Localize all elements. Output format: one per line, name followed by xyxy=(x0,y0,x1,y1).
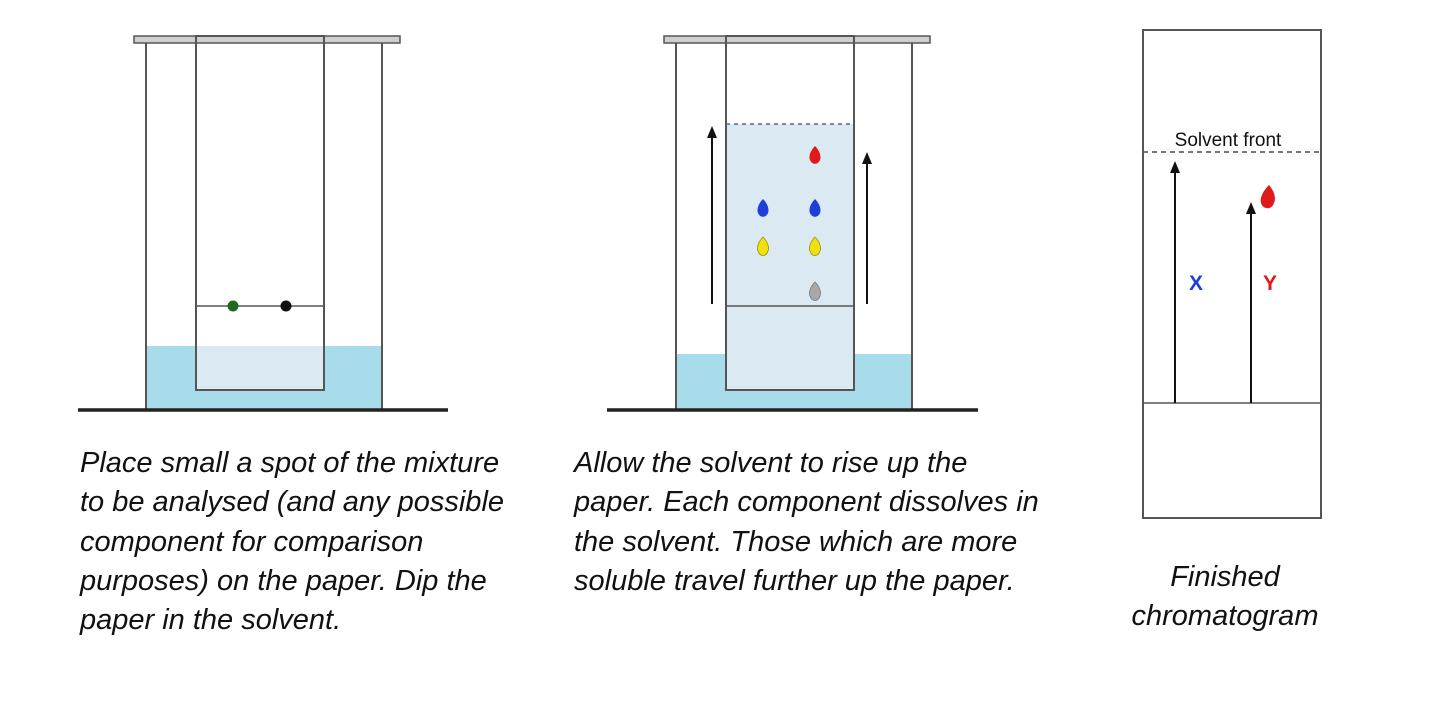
caption-finished: Finished chromatogram xyxy=(1110,558,1340,637)
label-x: X xyxy=(1189,272,1203,295)
sample-spot-green xyxy=(227,300,239,312)
arrow-up-icon xyxy=(1246,202,1256,403)
spot-red xyxy=(809,146,821,164)
caption-finished-line-2: chromatogram xyxy=(1131,600,1319,633)
label-y: Y xyxy=(1263,272,1277,295)
spot-red xyxy=(1260,185,1275,209)
paper-wet-region xyxy=(726,124,854,390)
arrow-up-icon xyxy=(707,126,717,304)
beaker-lid xyxy=(663,35,931,44)
arrow-up-icon xyxy=(1170,161,1180,403)
caption-finished-line-1: Finished xyxy=(1170,561,1280,593)
paper-immersed-region xyxy=(196,346,324,390)
spot-grey xyxy=(809,281,821,301)
panel-finished-chromatogram: Solvent front X Y xyxy=(1142,29,1322,519)
chromatogram-paper xyxy=(1142,29,1322,519)
arrow-up-icon xyxy=(862,152,872,304)
solvent-front-label: Solvent front xyxy=(1175,130,1282,151)
beaker-lid xyxy=(133,35,401,44)
chromatography-paper xyxy=(725,35,855,391)
spot-blue xyxy=(757,199,769,217)
spot-yellow xyxy=(809,236,821,256)
spot-yellow xyxy=(757,236,769,256)
caption-step-1: Place small a spot of the mixture to be … xyxy=(80,447,505,637)
caption-step-2: Allow the solvent to rise up the paper. … xyxy=(574,447,1039,597)
panel-step-2 xyxy=(607,35,978,412)
spot-blue xyxy=(809,199,821,217)
panel-step-1 xyxy=(78,35,448,412)
sample-spot-black xyxy=(280,300,292,312)
chromatography-paper xyxy=(195,35,325,391)
